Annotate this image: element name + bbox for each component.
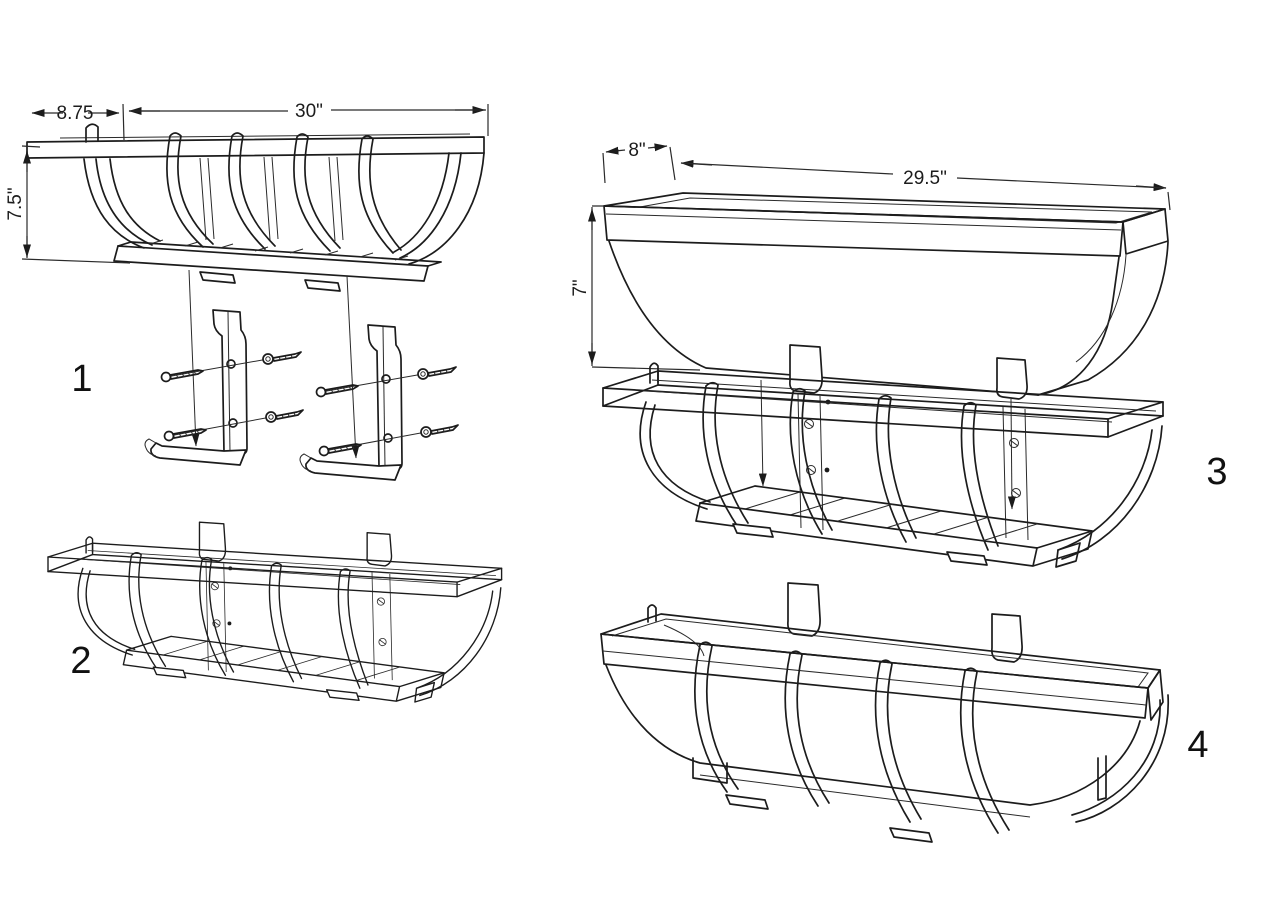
step-4-assembled-drawing	[600, 582, 1169, 843]
step-3-cage-drawing	[602, 344, 1164, 568]
cage-height-label: 7.5"	[5, 187, 26, 220]
step-4-number: 4	[1187, 724, 1208, 766]
step-3-dimensions: 8" 29.5" 7"	[570, 140, 1171, 371]
liner-depth-label: 8"	[628, 140, 645, 161]
step-1-bracket-left	[144, 309, 304, 466]
step-1-dimensions: 8.75 30" 7.5"	[5, 101, 489, 264]
step-2-cage-with-brackets-drawing	[47, 521, 503, 703]
cage-depth-label: 8.75	[57, 103, 94, 124]
cage-length-label: 30"	[295, 101, 323, 122]
step-3-liner-drawing	[603, 192, 1169, 396]
step-3-number: 3	[1206, 451, 1227, 493]
step-2-number: 2	[70, 640, 91, 682]
step-1-alignment-lines	[188, 269, 360, 459]
step-1-cage-drawing	[26, 123, 485, 292]
liner-height-label: 7"	[570, 279, 591, 296]
step-1-bracket-right	[299, 324, 459, 481]
step-1-number: 1	[71, 358, 92, 400]
liner-length-label: 29.5"	[903, 168, 947, 189]
